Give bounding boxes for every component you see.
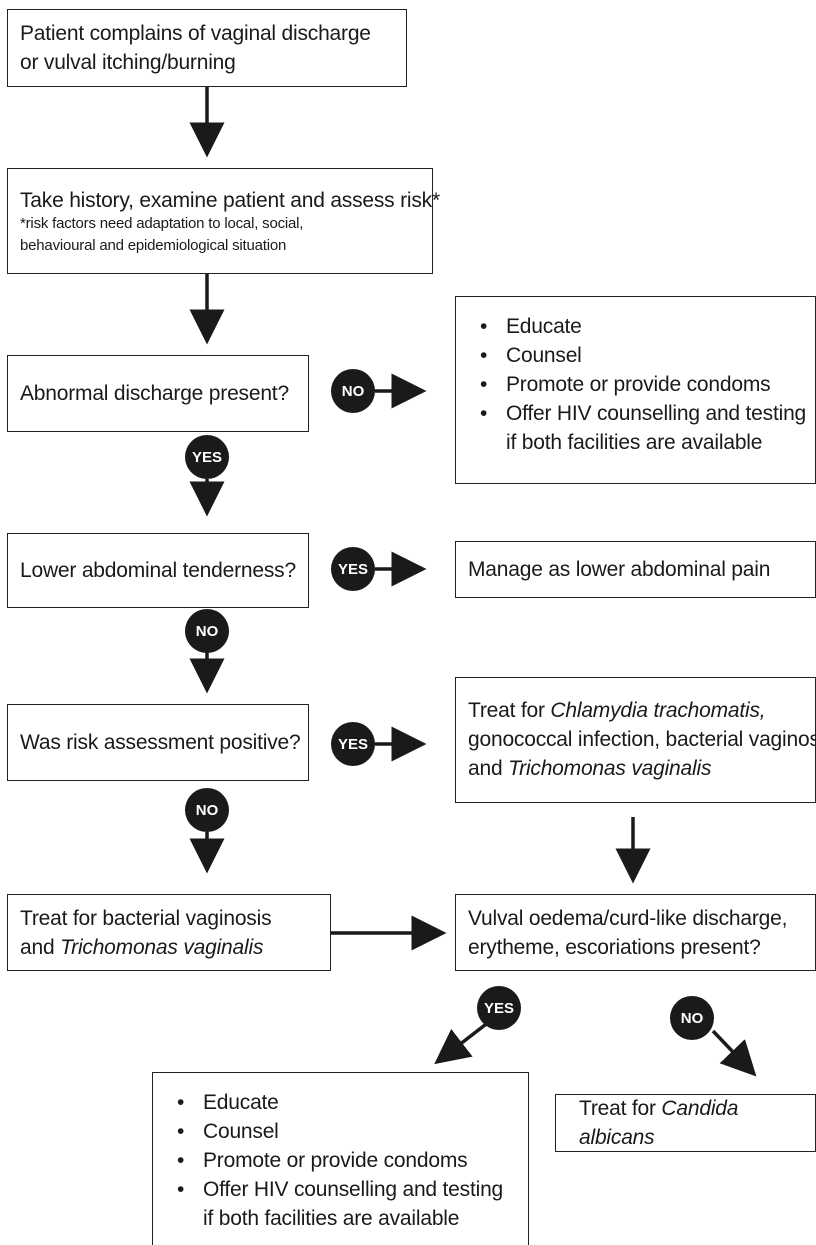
lower-abdominal-question: Lower abdominal tenderness? — [20, 559, 296, 582]
arrow-vulval-no — [711, 1029, 757, 1077]
abnormal-discharge-question: Abnormal discharge present? — [20, 382, 289, 405]
treat-all-line-2: gonococcal infection, bacterial vaginosi… — [468, 728, 816, 751]
history-box: Take history, examine patient and assess… — [7, 168, 440, 274]
risk-assessment-box: Was risk assessment positive? — [7, 704, 309, 781]
risk-assessment-question: Was risk assessment positive? — [20, 731, 301, 754]
education-bottom-item-educate: Educate — [165, 1088, 528, 1117]
education-top-item-hiv: Offer HIV counselling and testing if bot… — [468, 399, 815, 457]
treat-bv-tv-line-1: Treat for bacterial vaginosis — [20, 906, 272, 930]
education-top-item-counsel: Counsel — [468, 341, 815, 370]
complaint-box: Patient complains of vaginal discharge o… — [7, 9, 407, 87]
no-badge-vulval: NO — [670, 996, 714, 1040]
yes-badge-lower-abdominal: YES — [331, 547, 375, 591]
yes-badge-abnormal: YES — [185, 435, 229, 479]
complaint-line-1: Patient complains of vaginal discharge — [20, 22, 371, 45]
education-bottom-item-hiv: Offer HIV counselling and testing if bot… — [165, 1175, 528, 1233]
history-note-line-1: *risk factors need adaptation to local, … — [20, 215, 304, 232]
education-top-item-educate: Educate — [468, 312, 815, 341]
no-badge-abnormal: NO — [331, 369, 375, 413]
vulval-oedema-line-2: erytheme, escoriations present? — [468, 935, 761, 959]
treat-all-line-3: and Trichomonas vaginalis — [468, 757, 712, 780]
treat-bv-tv-line-2: and Trichomonas vaginalis — [20, 935, 264, 959]
treat-bv-tv-box: Treat for bacterial vaginosis and Tricho… — [7, 894, 331, 971]
education-top-item-condoms: Promote or provide condoms — [468, 370, 815, 399]
no-badge-risk: NO — [185, 788, 229, 832]
education-box-bottom: Educate Counsel Promote or provide condo… — [152, 1072, 529, 1245]
education-bottom-item-condoms: Promote or provide condoms — [165, 1146, 528, 1175]
history-note-line-2: behavioural and epidemiological situatio… — [20, 237, 287, 254]
treat-candida-text: Treat for Candida albicans — [579, 1097, 739, 1149]
yes-badge-vulval: YES — [477, 986, 521, 1030]
manage-pain-text: Manage as lower abdominal pain — [468, 558, 771, 581]
treat-all-line-1: Treat for Chlamydia trachomatis, — [468, 699, 766, 722]
lower-abdominal-box: Lower abdominal tenderness? — [7, 533, 309, 608]
treat-candida-box: Treat for Candida albicans — [555, 1094, 816, 1152]
vulval-oedema-box: Vulval oedema/curd-like discharge, eryth… — [455, 894, 816, 971]
no-badge-lower-abdominal: NO — [185, 609, 229, 653]
education-bottom-item-counsel: Counsel — [165, 1117, 528, 1146]
history-title: Take history, examine patient and assess… — [20, 189, 440, 212]
treat-all-box: Treat for Chlamydia trachomatis, gonococ… — [455, 677, 816, 803]
complaint-line-2: or vulval itching/burning — [20, 51, 236, 74]
abnormal-discharge-box: Abnormal discharge present? — [7, 355, 309, 432]
education-box-top: Educate Counsel Promote or provide condo… — [455, 296, 816, 484]
yes-badge-risk: YES — [331, 722, 375, 766]
vulval-oedema-line-1: Vulval oedema/curd-like discharge, — [468, 906, 788, 930]
manage-pain-box: Manage as lower abdominal pain — [455, 541, 816, 598]
